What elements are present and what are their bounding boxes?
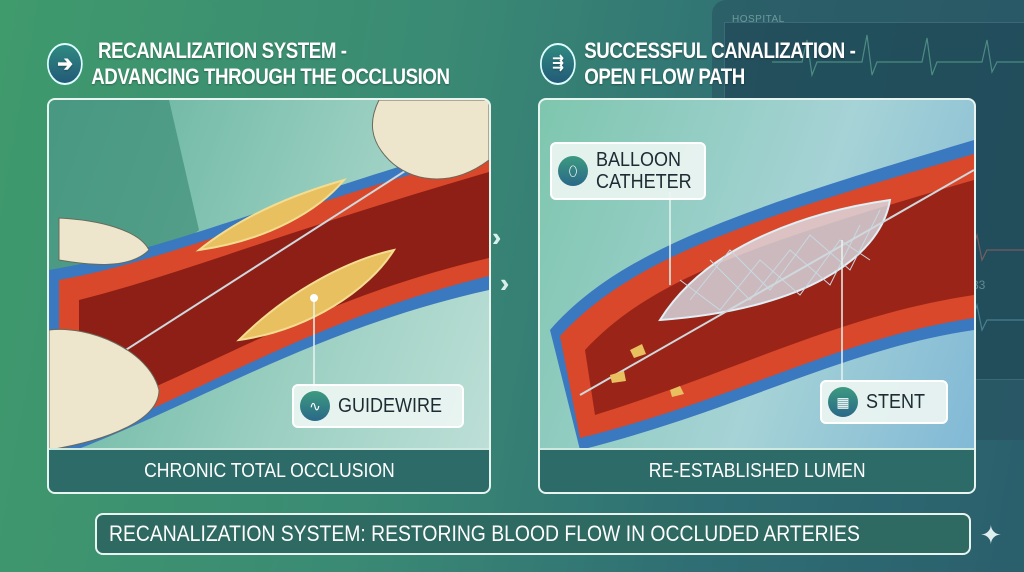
bottom-banner: RECANALIZATION SYSTEM: RESTORING BLOOD F… bbox=[95, 513, 971, 555]
plaque-upper bbox=[195, 178, 347, 252]
right-caption-text: RE-ESTABLISHED LUMEN bbox=[648, 459, 866, 482]
canalization-illustration bbox=[550, 140, 974, 450]
double-chevron-right-icon: ›› bbox=[492, 222, 504, 252]
sparkle-icon: ✦ bbox=[980, 520, 1002, 550]
right-header-line2: OPEN FLOW PATH bbox=[584, 64, 745, 89]
stent-callout: ▦ STENT bbox=[820, 380, 948, 424]
left-header-line2: ADVANCING THROUGH THE OCCLUSION bbox=[91, 64, 450, 89]
occlusion-illustration bbox=[49, 100, 489, 460]
glove-right bbox=[371, 100, 489, 180]
right-caption: RE-ESTABLISHED LUMEN bbox=[540, 448, 974, 492]
guidewire-callout: ∿ GUIDEWIRE bbox=[292, 384, 464, 428]
flow-arrows-icon: ⇶ bbox=[540, 43, 576, 85]
plaque-fragments bbox=[610, 344, 684, 397]
left-header-line1: RECANALIZATION SYSTEM - bbox=[98, 38, 347, 63]
right-header: ⇶ SUCCESSFUL CANALIZATION - OPEN FLOW PA… bbox=[540, 38, 856, 90]
balloon-label-line1: BALLOON bbox=[596, 149, 682, 171]
catheter-wire bbox=[579, 169, 974, 396]
vessel-lumen bbox=[79, 172, 489, 418]
stent-icon: ▦ bbox=[828, 387, 858, 417]
left-caption-text: CHRONIC TOTAL OCCLUSION bbox=[143, 459, 395, 482]
left-panel: ∿ GUIDEWIRE CHRONIC TOTAL OCCLUSION bbox=[47, 98, 491, 494]
left-header: ➔ RECANALIZATION SYSTEM - ADVANCING THRO… bbox=[47, 38, 450, 90]
arrow-right-icon: ➔ bbox=[47, 43, 83, 85]
balloon-catheter-callout: ⬯ BALLOON CATHETER bbox=[550, 142, 706, 200]
balloon-label-line2: CATHETER bbox=[596, 171, 692, 193]
banner-text: RECANALIZATION SYSTEM: RESTORING BLOOD F… bbox=[109, 521, 860, 546]
balloon-icon: ⬯ bbox=[558, 156, 588, 186]
stent-label: STENT bbox=[866, 391, 926, 413]
right-header-line1: SUCCESSFUL CANALIZATION - bbox=[584, 38, 856, 63]
glove-left bbox=[49, 328, 160, 451]
guidewire-icon: ∿ bbox=[300, 391, 330, 421]
double-chevron-right-icon-2: ›› bbox=[500, 268, 512, 298]
guidewire-label: GUIDEWIRE bbox=[338, 395, 443, 417]
right-panel: ⬯ BALLOON CATHETER ▦ STENT RE-ESTABLISHE… bbox=[538, 98, 976, 494]
left-caption: CHRONIC TOTAL OCCLUSION bbox=[49, 448, 489, 492]
glove-back bbox=[58, 217, 150, 265]
monitor-label: HOSPITAL bbox=[732, 14, 785, 25]
